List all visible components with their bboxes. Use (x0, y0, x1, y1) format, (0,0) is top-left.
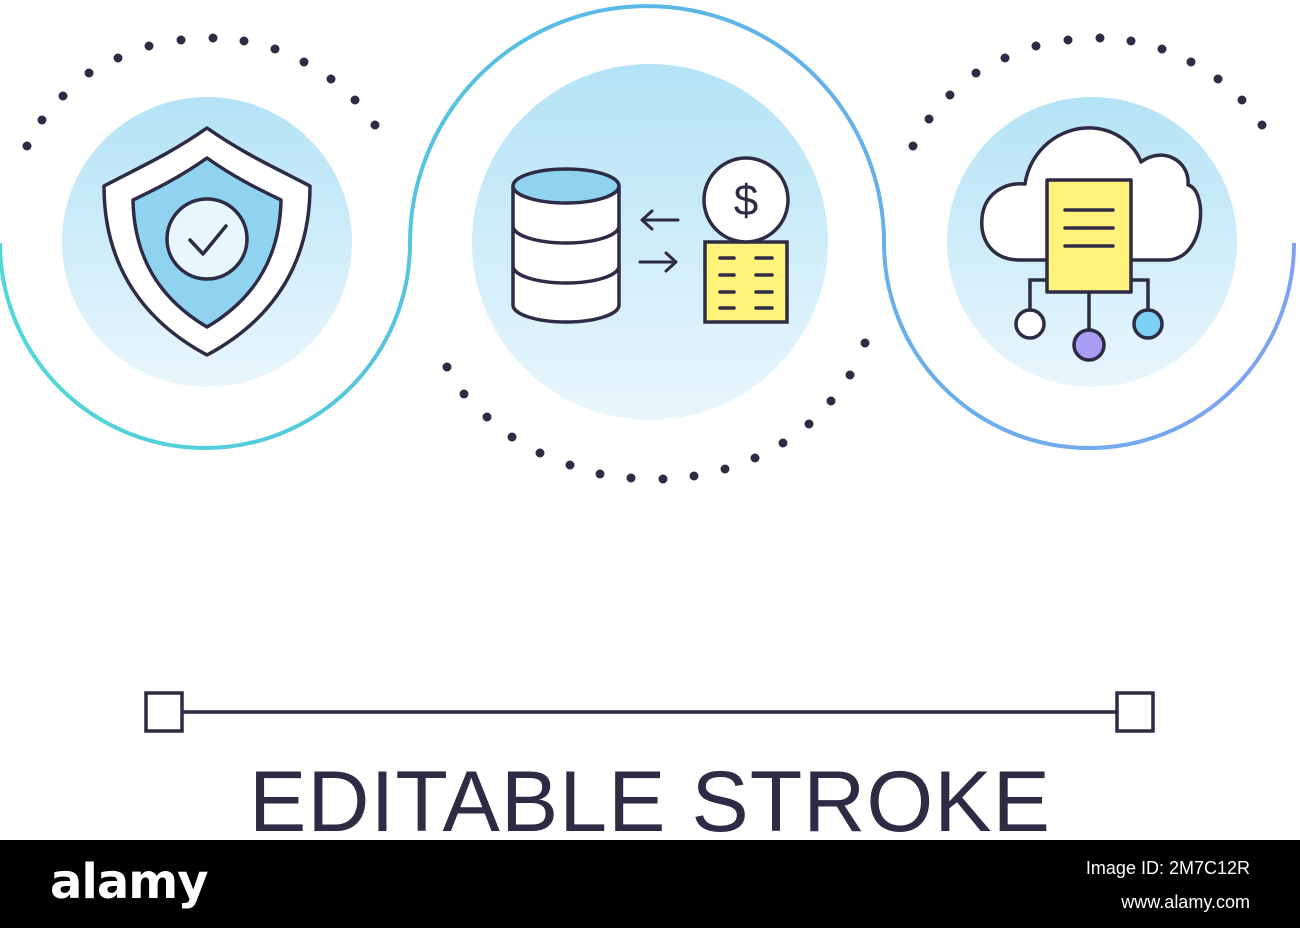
illustration: $ (0, 4, 1296, 733)
dotted-arc-left (22, 33, 380, 151)
loop-line (0, 4, 1296, 450)
coin-stack-icon (703, 240, 789, 324)
stroke-line (144, 691, 1155, 733)
network-nodes-icon (1014, 278, 1164, 362)
bubble-center (472, 64, 828, 420)
image-id-text: Image ID: 2M7C12R (1085, 858, 1250, 878)
shield-check-icon (102, 126, 312, 357)
dotted-arc-right (908, 33, 1267, 151)
caption-text: EDITABLE STROKE (249, 754, 1051, 850)
database-icon (511, 167, 621, 324)
dotted-arc-bottom (442, 338, 870, 484)
svg-text:$: $ (734, 176, 758, 225)
stroke-handle-right (1115, 691, 1155, 733)
dollar-coin-icon: $ (702, 156, 790, 244)
watermark-bar: alamy Image ID: 2M7C12R www.alamy.com (0, 840, 1300, 928)
exchange-arrows-icon (638, 209, 680, 273)
stroke-handle-left (144, 691, 184, 733)
cloud-document-icon (980, 126, 1203, 294)
brand-logo: alamy (50, 854, 209, 910)
site-url-text: www.alamy.com (1121, 892, 1250, 912)
